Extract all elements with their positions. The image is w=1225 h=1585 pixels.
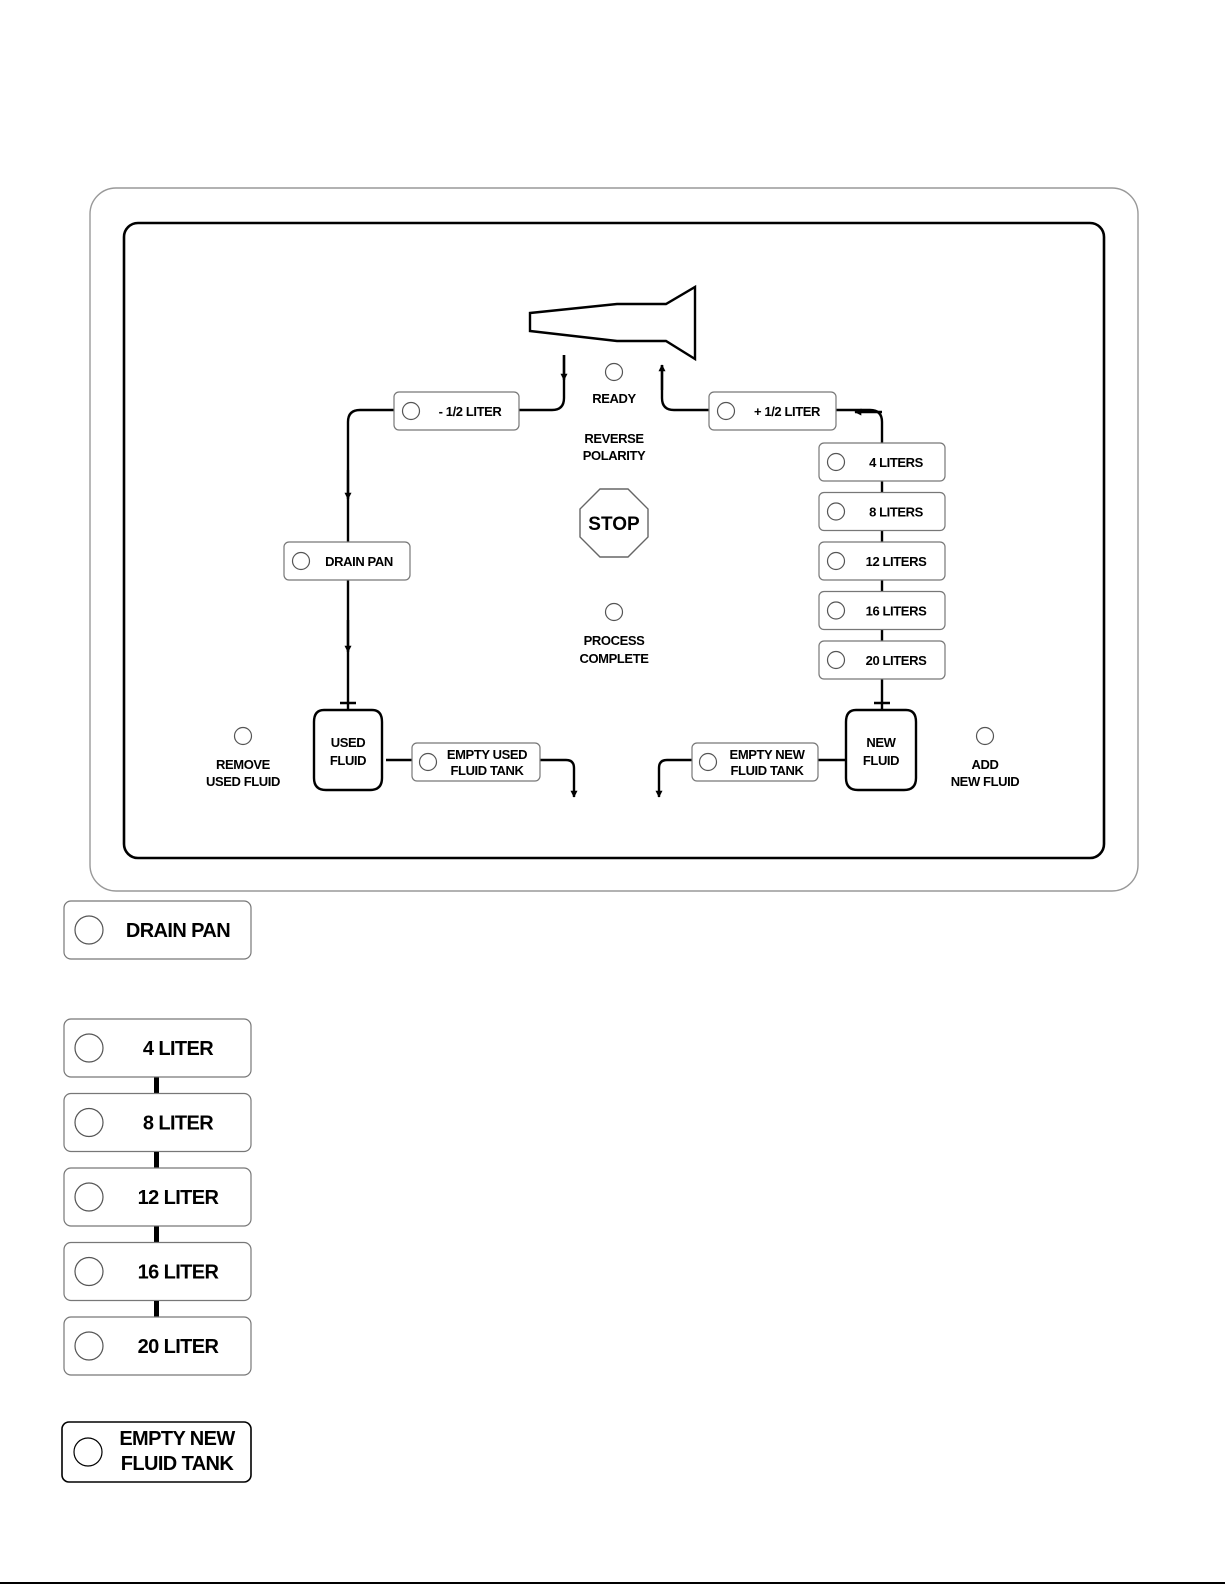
empty-new-fluid-tank-button[interactable]: EMPTY NEW FLUID TANK bbox=[692, 743, 818, 781]
liter-label-4: 20 LITERS bbox=[866, 653, 927, 668]
liter-button-0[interactable]: 4 LITERS bbox=[819, 443, 945, 481]
detail-liter-label-2: 12 LITER bbox=[64, 1168, 251, 1226]
add-new-fluid-label-line2: NEW FLUID bbox=[951, 774, 1020, 789]
minus-half-liter-label: - 1/2 LITER bbox=[439, 404, 503, 419]
liter-led-0 bbox=[828, 454, 845, 471]
liter-label-2: 12 LITERS bbox=[866, 554, 927, 569]
liter-button-3[interactable]: 16 LITERS bbox=[819, 592, 945, 630]
empty-new-fluid-tank-label-line2: FLUID TANK bbox=[730, 763, 804, 778]
detail-liter-label-0: 4 LITER bbox=[64, 1019, 251, 1077]
detail-drain-pan-led bbox=[75, 916, 103, 944]
detail-empty-new-fluid-tank-led bbox=[74, 1438, 102, 1466]
detail-liter-led-4 bbox=[75, 1332, 103, 1360]
reverse-polarity-label-line1: REVERSE bbox=[584, 431, 644, 446]
process-complete-label-line2: COMPLETE bbox=[579, 651, 649, 666]
detail-liter-led-0 bbox=[75, 1034, 103, 1062]
new-fluid-label-line2: FLUID bbox=[863, 753, 899, 768]
detail-empty-new-fluid-tank-line2: FLUID TANK bbox=[121, 1453, 235, 1475]
remove-used-fluid-label-line2: USED FLUID bbox=[206, 774, 280, 789]
detail-liter-text-0: 4 LITER bbox=[143, 1038, 214, 1060]
remove-used-fluid-label-line1: REMOVE bbox=[216, 757, 271, 772]
empty-used-fluid-tank-led bbox=[420, 754, 437, 771]
used-fluid-tank: USED FLUID bbox=[314, 710, 382, 790]
drain-pan-label: DRAIN PAN bbox=[325, 554, 393, 569]
minus-half-liter-led bbox=[403, 403, 420, 420]
liter-button-1[interactable]: 8 LITERS bbox=[819, 493, 945, 531]
plus-half-liter-label: + 1/2 LITER bbox=[754, 404, 821, 419]
detail-liter-group: 4 LITER 8 LITER 12 LITER 16 LITER 20 LITER bbox=[64, 1019, 251, 1375]
detail-connector-3 bbox=[154, 1227, 159, 1243]
detail-drain-pan-text: DRAIN PAN bbox=[126, 920, 230, 942]
used-fluid-label-line2: FLUID bbox=[330, 753, 366, 768]
detail-connector-2 bbox=[154, 1152, 159, 1168]
detail-liter-text-2: 12 LITER bbox=[138, 1187, 220, 1209]
process-complete-led bbox=[606, 604, 623, 621]
liter-label-0: 4 LITERS bbox=[869, 455, 924, 470]
drain-pan-led bbox=[293, 553, 310, 570]
minus-half-liter-button[interactable]: - 1/2 LITER bbox=[394, 392, 519, 430]
detail-liter-text-4: 20 LITER bbox=[138, 1336, 220, 1358]
detail-liter-label-1: 8 LITER bbox=[64, 1094, 251, 1152]
drain-pan-button[interactable]: DRAIN PAN bbox=[284, 542, 410, 580]
empty-used-fluid-tank-button[interactable]: EMPTY USED FLUID TANK bbox=[412, 743, 540, 781]
ready-label: READY bbox=[592, 391, 636, 406]
plus-half-liter-led bbox=[718, 403, 735, 420]
new-fluid-tank: NEW FLUID bbox=[846, 710, 916, 790]
add-new-fluid-label-line1: ADD bbox=[972, 757, 999, 772]
liter-button-2[interactable]: 12 LITERS bbox=[819, 542, 945, 580]
empty-new-fluid-tank-led bbox=[700, 754, 717, 771]
detail-liter-led-1 bbox=[75, 1109, 103, 1137]
add-new-fluid-led bbox=[977, 728, 994, 745]
detail-liter-label-4: 20 LITER bbox=[64, 1317, 251, 1375]
process-complete-label-line1: PROCESS bbox=[584, 633, 646, 648]
liter-button-4[interactable]: 20 LITERS bbox=[819, 641, 945, 679]
liter-led-1 bbox=[828, 503, 845, 520]
liter-label-3: 16 LITERS bbox=[866, 604, 927, 619]
liter-led-4 bbox=[828, 652, 845, 669]
detail-empty-new-fluid-tank-label: EMPTY NEW FLUID TANK bbox=[62, 1422, 251, 1482]
detail-liter-text-1: 8 LITER bbox=[143, 1113, 214, 1135]
detail-liter-led-3 bbox=[75, 1258, 103, 1286]
empty-used-fluid-tank-label-line2: FLUID TANK bbox=[450, 763, 524, 778]
remove-used-fluid-led bbox=[235, 728, 252, 745]
detail-connector-1 bbox=[154, 1078, 159, 1094]
liter-label-1: 8 LITERS bbox=[869, 505, 924, 520]
detail-liter-text-3: 16 LITER bbox=[138, 1262, 220, 1284]
reverse-polarity-label-line2: POLARITY bbox=[583, 448, 646, 463]
liter-led-3 bbox=[828, 602, 845, 619]
plus-half-liter-button[interactable]: + 1/2 LITER bbox=[709, 392, 836, 430]
detail-drain-pan-label: DRAIN PAN bbox=[64, 901, 251, 959]
detail-liter-label-3: 16 LITER bbox=[64, 1243, 251, 1301]
detail-liter-led-2 bbox=[75, 1183, 103, 1211]
empty-new-fluid-tank-label-line1: EMPTY NEW bbox=[730, 747, 806, 762]
liter-selector-group: 4 LITERS 8 LITERS 12 LITERS 16 LITERS 20 LIT… bbox=[819, 443, 945, 679]
used-fluid-label-line1: USED bbox=[331, 735, 366, 750]
stop-button[interactable]: STOP bbox=[580, 489, 648, 557]
empty-used-fluid-tank-label-line1: EMPTY USED bbox=[447, 747, 527, 762]
liter-led-2 bbox=[828, 553, 845, 570]
stop-label: STOP bbox=[588, 514, 640, 535]
detail-empty-new-fluid-tank-line1: EMPTY NEW bbox=[119, 1428, 235, 1450]
ready-led bbox=[606, 364, 623, 381]
new-fluid-label-line1: NEW bbox=[866, 735, 896, 750]
detail-connector-4 bbox=[154, 1301, 159, 1317]
